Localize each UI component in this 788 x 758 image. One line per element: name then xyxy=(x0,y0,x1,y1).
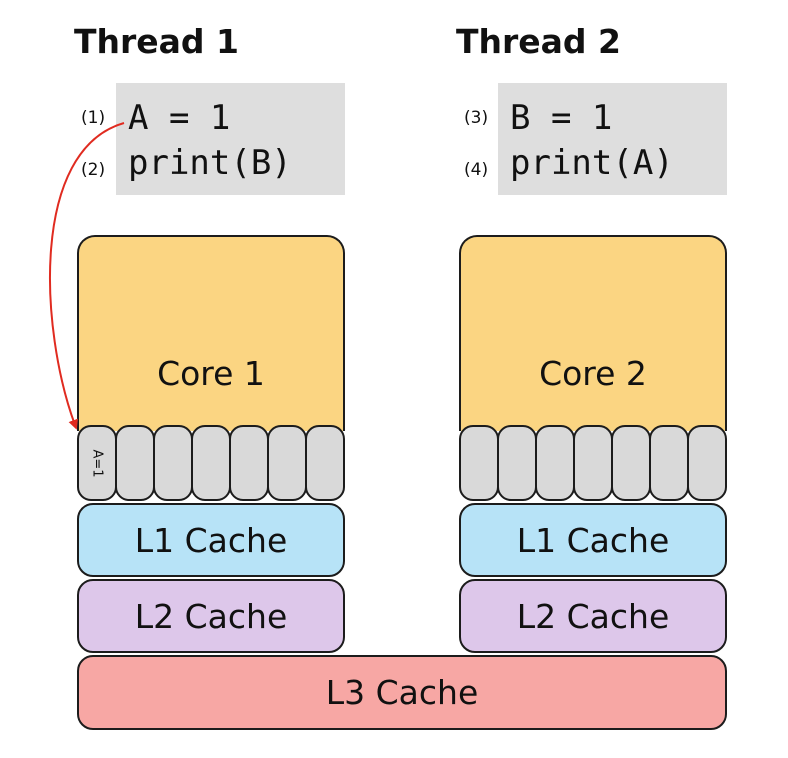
core2: Core 2 xyxy=(459,235,727,431)
thread1-code-box xyxy=(116,83,345,195)
thread1-title: Thread 1 xyxy=(74,22,239,61)
core2-l1-cache: L1 Cache xyxy=(459,503,727,577)
line-number-4: (4) xyxy=(464,160,489,180)
store-buffer-slot xyxy=(611,425,651,501)
store-buffer-slot xyxy=(497,425,537,501)
store-buffer-slot xyxy=(191,425,231,501)
core2-l2-cache: L2 Cache xyxy=(459,579,727,653)
store-buffer-slot xyxy=(573,425,613,501)
thread2-title: Thread 2 xyxy=(456,22,621,61)
core1-label: Core 1 xyxy=(157,354,265,393)
thread1-line-2: print(B) xyxy=(128,143,292,183)
line-number-3: (3) xyxy=(464,108,489,128)
store-buffer-slot xyxy=(687,425,727,501)
core1: Core 1 xyxy=(77,235,345,431)
store-buffer-slot xyxy=(267,425,307,501)
store-buffer-slot xyxy=(305,425,345,501)
core1-l1-cache: L1 Cache xyxy=(77,503,345,577)
line-number-1: (1) xyxy=(81,108,106,128)
thread2-code-box xyxy=(498,83,727,195)
core1-l2-cache: L2 Cache xyxy=(77,579,345,653)
store-buffer-slot xyxy=(229,425,269,501)
thread2-line-2: print(A) xyxy=(510,143,674,183)
store-buffer-slot xyxy=(535,425,575,501)
store-buffer-slot: A=1 xyxy=(77,425,117,501)
core2-label: Core 2 xyxy=(539,354,647,393)
line-number-2: (2) xyxy=(81,160,106,180)
store-buffer-slot xyxy=(115,425,155,501)
thread2-line-1: B = 1 xyxy=(510,98,613,138)
store-buffer-entry: A=1 xyxy=(89,448,105,478)
store-buffer-slot xyxy=(649,425,689,501)
shared-l3-cache: L3 Cache xyxy=(77,655,727,730)
store-buffer-slot xyxy=(459,425,499,501)
thread1-line-1: A = 1 xyxy=(128,98,231,138)
core1-store-buffer: A=1 xyxy=(77,425,345,501)
store-buffer-slot xyxy=(153,425,193,501)
core2-store-buffer xyxy=(459,425,727,501)
